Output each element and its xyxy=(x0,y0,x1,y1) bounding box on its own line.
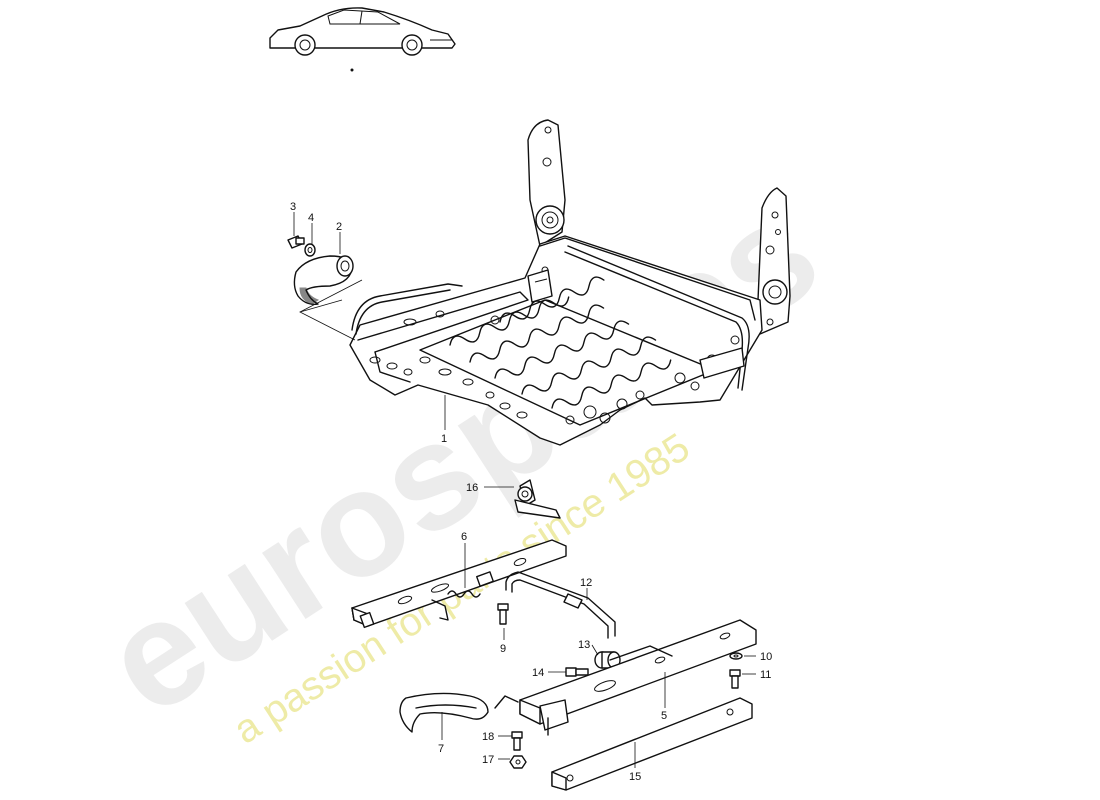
release-bar-part-12 xyxy=(505,571,616,639)
seat-rail-inner-part-6 xyxy=(351,539,567,629)
callout-labels: 1 2 3 4 5 6 7 9 10 11 12 13 14 15 16 17 … xyxy=(290,201,772,783)
seat-cover-cap xyxy=(293,255,363,341)
callout-9: 9 xyxy=(500,643,506,655)
support-bar-part-15 xyxy=(551,697,753,791)
bolt-part-18 xyxy=(511,731,523,751)
washer-part-4 xyxy=(304,243,316,257)
callout-13: 13 xyxy=(578,639,590,651)
callout-5: 5 xyxy=(661,710,667,722)
callout-15: 15 xyxy=(629,771,641,783)
callout-2: 2 xyxy=(336,221,342,233)
seat-frame xyxy=(349,119,791,446)
callout-1: 1 xyxy=(441,433,447,445)
callout-17: 17 xyxy=(482,754,494,766)
car-silhouette-icon xyxy=(269,7,456,72)
nut-part-17 xyxy=(509,755,527,769)
callout-6: 6 xyxy=(461,531,467,543)
screw-part-14 xyxy=(565,667,589,677)
washer-part-10 xyxy=(729,652,743,660)
handle-cover-part-7 xyxy=(399,692,489,733)
watermark: eurospares a passion for parts since 198… xyxy=(76,165,846,752)
callout-11: 11 xyxy=(760,669,771,681)
seat-rail-outer-part-5 xyxy=(494,619,757,736)
watermark-brand: eurospares xyxy=(76,165,846,746)
callout-10: 10 xyxy=(760,651,772,663)
seat-bracket-part-16 xyxy=(514,479,561,519)
callout-16: 16 xyxy=(466,482,478,494)
bolt-part-9 xyxy=(497,603,509,625)
callout-7: 7 xyxy=(438,743,444,755)
leader-lines xyxy=(293,212,756,768)
bolt-part-11 xyxy=(729,669,741,689)
callout-18: 18 xyxy=(482,731,494,743)
screw-part-3 xyxy=(287,235,305,249)
callout-3: 3 xyxy=(290,201,296,213)
callout-4: 4 xyxy=(308,212,314,224)
seat-springs xyxy=(449,276,672,409)
callout-12: 12 xyxy=(580,577,592,589)
callout-14: 14 xyxy=(532,667,544,679)
